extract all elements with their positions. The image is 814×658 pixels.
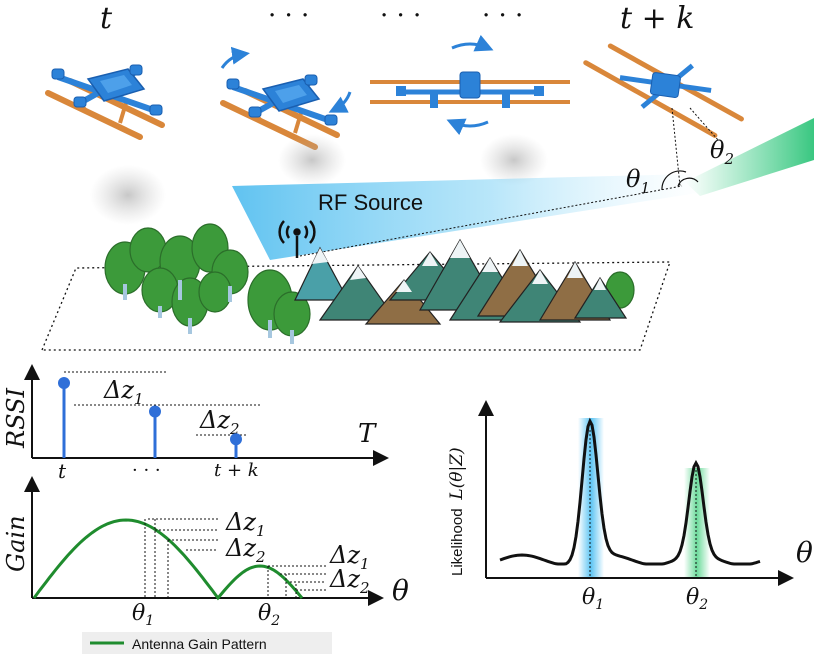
antenna-gain-pattern-curve xyxy=(32,518,304,601)
rssi-delta-z2-label: Δz2 xyxy=(199,406,240,438)
forest xyxy=(104,223,635,344)
line-of-sight xyxy=(299,185,683,257)
rssi-stem-marker xyxy=(230,433,242,446)
gain-delta-z2-label-a: Δz2 xyxy=(225,534,266,566)
likelihood-plot: Likelihood L(θ|Z) θ θ1 θ2 xyxy=(447,400,813,613)
likelihood-tick-theta2: θ2 xyxy=(686,585,708,613)
rf-transmitter-icon xyxy=(278,220,316,258)
ground-plane xyxy=(41,261,671,351)
rssi-tick-t: t xyxy=(58,459,67,483)
theta-1-angle-label: θ1 xyxy=(626,165,650,197)
rssi-stems xyxy=(58,377,242,458)
drone-shadows xyxy=(90,134,548,225)
rssi-plot: RSSI T t · · · t + k Δz1 Δz2 xyxy=(2,364,389,483)
rf-source-label: RF Source xyxy=(318,190,423,215)
timeline-dots-1: · · · xyxy=(268,1,309,31)
time-axis-label: T xyxy=(358,419,377,449)
timeline-dots-3: · · · xyxy=(482,1,523,31)
timeline-dots-2: · · · xyxy=(380,1,421,31)
drone-frames xyxy=(48,34,744,147)
likelihood-tick-theta1: θ1 xyxy=(582,585,604,613)
rssi-stem-marker xyxy=(149,405,161,418)
gain-axis-label: Gain xyxy=(2,515,30,572)
gain-legend-label: Antenna Gain Pattern xyxy=(132,636,267,652)
drone-icon-frame-4 xyxy=(583,43,744,138)
drone-icon-frame-3 xyxy=(370,34,570,136)
likelihood-axis-label: Likelihood L(θ|Z) xyxy=(447,447,467,576)
rotation-arrow-icon xyxy=(220,46,250,69)
likelihood-curve xyxy=(499,417,761,566)
drone-icon-frame-1 xyxy=(48,65,162,137)
gain-delta-z1-label-b: Δz1 xyxy=(329,541,370,573)
gain-plot: Gain θ Δz1 Δz2 Δz1 Δz xyxy=(2,476,409,654)
gain-tick-theta1: θ1 xyxy=(132,601,154,629)
theta-2-angle-label: θ2 xyxy=(710,136,734,168)
gain-delta-z1-label-a: Δz1 xyxy=(225,508,266,540)
rssi-stem-marker xyxy=(58,377,70,389)
rssi-axis-label: RSSI xyxy=(2,387,30,449)
gain-theta-axis-label: θ xyxy=(392,574,409,607)
gain-tick-theta2: θ2 xyxy=(258,601,280,629)
rotation-arrow-icon xyxy=(328,91,352,113)
gain-legend xyxy=(82,632,332,654)
mountains xyxy=(294,238,628,325)
rssi-tick-t-plus-k: t + k xyxy=(214,460,259,481)
antenna-main-lobe-beam xyxy=(685,118,814,196)
timeline-t-label: t xyxy=(100,1,113,36)
likelihood-theta-axis-label: θ xyxy=(796,536,813,569)
rf-signal-beam xyxy=(232,174,704,260)
timeline-t-plus-k-label: t + k xyxy=(620,1,694,36)
rssi-tick-dots: · · · xyxy=(132,460,161,481)
rssi-delta-z1-label: Δz1 xyxy=(103,376,144,408)
timeline-labels: t · · · · · · · · · t + k xyxy=(100,1,694,36)
gain-delta-z2-label-b: Δz2 xyxy=(329,565,370,597)
